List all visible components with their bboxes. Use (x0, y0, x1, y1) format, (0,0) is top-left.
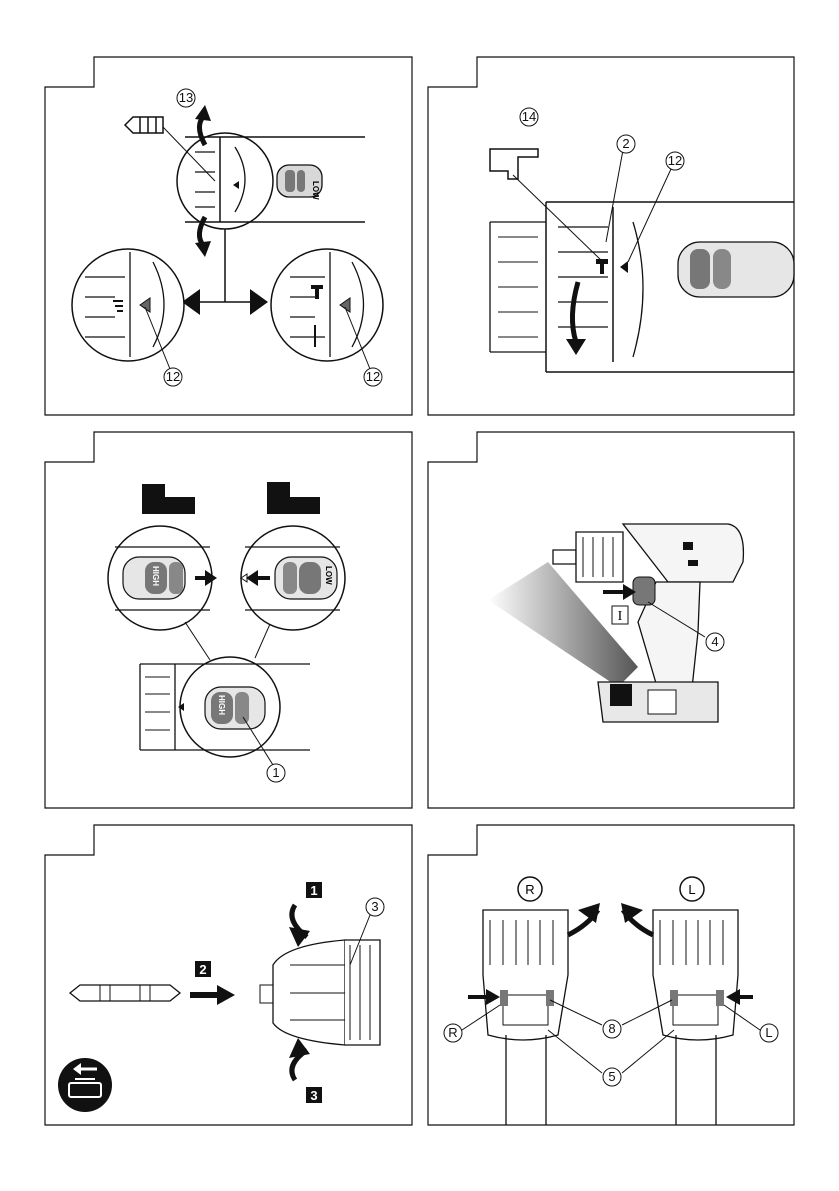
l-side-symbol: L (760, 1024, 778, 1042)
drill-bottom-view: HIGH (140, 657, 310, 757)
left-arrowhead (182, 289, 200, 315)
low-label: LOW (311, 181, 320, 200)
figure-panel-3: HIGH LOW HIGH 1 (45, 432, 412, 808)
remove-battery-icon (58, 1058, 112, 1112)
svg-text:L: L (688, 882, 695, 897)
callout-2: 2 (617, 135, 635, 153)
svg-text:12: 12 (366, 369, 380, 384)
drill-side-view (490, 202, 794, 372)
panel-5-illustration: 2 1 3 3 (45, 825, 412, 1125)
rotate-down-arrow (199, 217, 205, 245)
callout-12-right: 12 (364, 368, 382, 386)
driver-bit (70, 985, 180, 1001)
callout-14: 14 (520, 108, 538, 126)
rotate-up-arrow (199, 117, 205, 145)
drill-top-view: LOW (185, 137, 365, 222)
svg-text:L: L (765, 1025, 772, 1040)
high-label: HIGH (151, 566, 160, 586)
step-1-badge: 1 (306, 882, 322, 898)
callout-12-left: 12 (164, 368, 182, 386)
trigger (633, 577, 655, 605)
svg-text:12: 12 (166, 369, 180, 384)
panel-2-illustration: 14 2 12 (428, 57, 794, 415)
svg-text:8: 8 (608, 1021, 615, 1036)
drill-forward-view (483, 910, 568, 1125)
svg-text:3: 3 (310, 1088, 317, 1103)
svg-text:2: 2 (199, 962, 206, 977)
figure-panel-2: 14 2 12 (428, 57, 794, 415)
callout-8: 8 (603, 1020, 621, 1038)
hammer-icon (490, 149, 538, 179)
step-2-badge: 2 (195, 961, 211, 977)
svg-text:R: R (448, 1025, 457, 1040)
callout-3: 3 (366, 898, 384, 916)
svg-text:4: 4 (711, 634, 718, 649)
figure-panel-4: I 4 (428, 432, 794, 808)
magnifier-right (271, 249, 383, 361)
low-label: LOW (324, 566, 333, 585)
panel-3-illustration: HIGH LOW HIGH 1 (45, 432, 412, 808)
svg-text:5: 5 (608, 1069, 615, 1084)
callout-12: 12 (666, 152, 684, 170)
panel-1-illustration: LOW 13 12 (45, 57, 412, 415)
drill-reverse-view (653, 910, 738, 1125)
high-label-bottom: HIGH (217, 695, 226, 715)
magnifier-left (72, 249, 184, 361)
high-gear-symbol (142, 484, 195, 514)
low-gear-symbol (267, 482, 320, 514)
svg-text:2: 2 (622, 136, 629, 151)
panel-4-illustration: I 4 (428, 432, 794, 808)
callout-13: 13 (177, 89, 195, 107)
magnifier-high: HIGH (108, 526, 217, 630)
callout-4: 4 (706, 633, 724, 651)
figure-panel-1: LOW 13 12 (45, 57, 412, 415)
svg-text:3: 3 (371, 899, 378, 914)
trigger-mark: I (618, 609, 623, 624)
right-arrowhead (250, 289, 268, 315)
svg-text:R: R (525, 882, 534, 897)
figure-panel-6: R L R L 8 5 (428, 825, 794, 1125)
panel-6-illustration: R L R L 8 5 (428, 825, 794, 1125)
magnifier-circle-top (177, 133, 273, 229)
l-direction-symbol: L (680, 877, 704, 901)
insert-arrow (217, 985, 235, 1005)
svg-text:1: 1 (272, 765, 279, 780)
svg-text:13: 13 (179, 90, 193, 105)
drill-chuck (260, 940, 380, 1045)
callout-1: 1 (267, 764, 285, 782)
drill-bit-icon (125, 117, 163, 133)
svg-text:14: 14 (522, 109, 536, 124)
rotate-arrow (572, 282, 578, 342)
svg-text:12: 12 (668, 153, 682, 168)
svg-text:1: 1 (310, 883, 317, 898)
callout-5: 5 (603, 1068, 621, 1086)
figure-panel-5: 2 1 3 3 (45, 825, 412, 1125)
r-side-symbol: R (444, 1024, 462, 1042)
step-3-badge: 3 (306, 1087, 322, 1103)
magnifier-low: LOW (241, 526, 345, 630)
r-direction-symbol: R (518, 877, 542, 901)
